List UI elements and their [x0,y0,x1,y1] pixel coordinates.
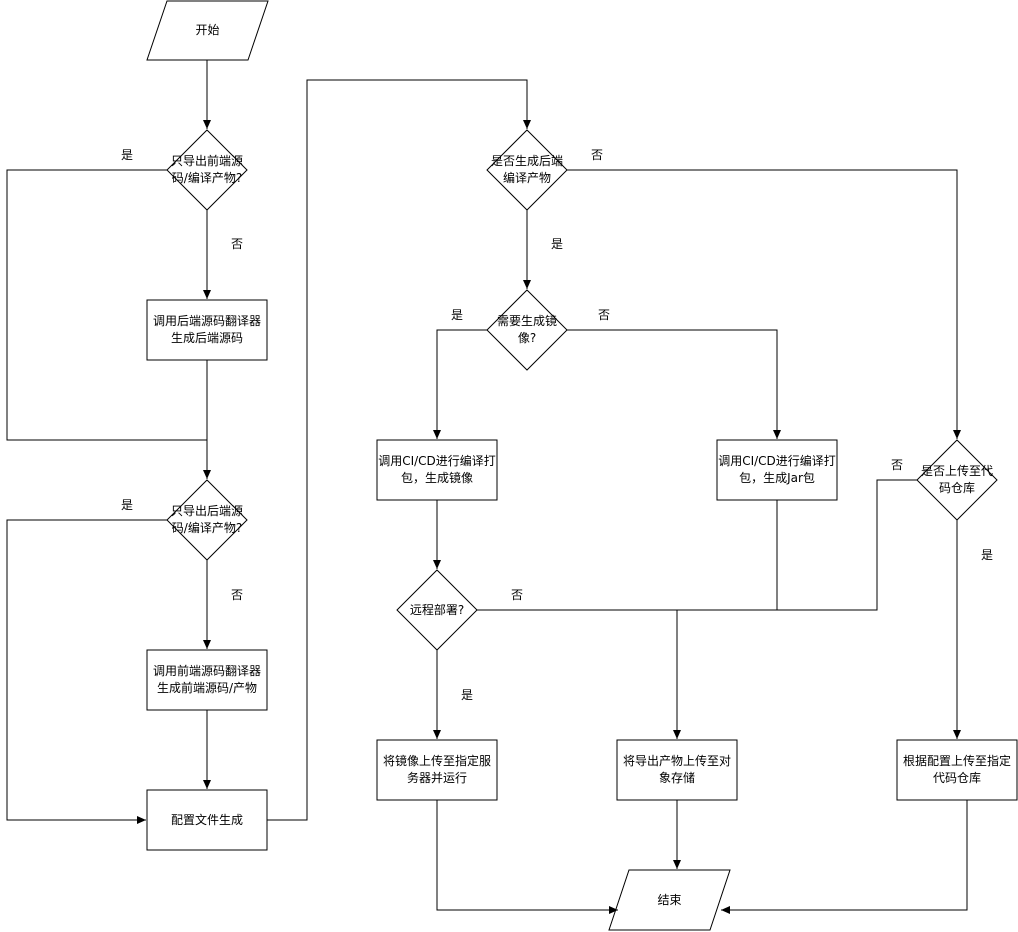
edge-label-q5-yes: 是 [461,688,474,702]
q-frontend-only-label: 只导出前端源码/编译产物? [170,154,243,185]
deploy-server-label: 将镜像上传至指定服务器并运行 [382,754,491,785]
edge-label-q2-no: 否 [231,588,244,602]
gen-backend-label: 调用后端源码翻译器生成后端源码 [152,314,261,345]
process-upload-object-shape [616,739,738,801]
cicd-jar-label: 调用CI/CD进行编译打包，生成Jar包 [718,454,836,485]
edge-label-q3-no: 否 [591,148,604,162]
q-remote-deploy-label: 远程部署? [409,602,465,617]
process-cicd-jar-shape [716,439,838,501]
edge-repo-to-end [721,800,968,914]
edge-q6-no [777,479,917,611]
edge-q5-no [477,609,681,739]
upload-object-label: 将导出产物上传至对象存储 [622,754,731,785]
start-node-shape [146,0,269,61]
cicd-image-label: 调用CI/CD进行编译打包，生成镜像 [378,454,496,485]
edge-q4-yes [433,329,487,439]
edge-label-q1-no: 否 [231,237,244,251]
edge-q4-no [567,329,781,439]
decision-need-image-shape [486,289,568,371]
q-need-image-label: 需要生成镜像? [496,314,557,345]
edge-config-to-q3 [267,79,531,821]
edge-label-q6-no: 否 [891,458,904,472]
gen-frontend-label: 调用前端源码翻译器生成前端源码/产物 [152,664,261,695]
edge-deploy-to-end [436,800,618,914]
edge-q1-yes [6,169,207,441]
edge-label-q1-yes: 是 [121,148,134,162]
edge-label-q6-yes: 是 [981,548,994,562]
end-label: 结束 [657,892,682,907]
config-gen-label: 配置文件生成 [170,812,243,827]
edge-jar-merge [677,500,778,611]
start-label: 开始 [195,23,220,37]
process-deploy-server-shape [376,739,498,801]
process-upload-repo-shape [896,739,1018,801]
edge-label-q2-yes: 是 [121,498,134,512]
edge-label-q3-yes: 是 [551,237,564,251]
edge-q3-no [567,169,961,439]
edge-label-q4-no: 否 [598,308,611,322]
process-gen-frontend-shape [146,649,268,711]
upload-repo-label: 根据配置上传至指定代码仓库 [902,754,1011,785]
q-build-backend-label: 是否生成后端编译产物 [490,154,563,185]
process-gen-backend-shape [146,299,268,361]
q-upload-repo-label: 是否上传至代码仓库 [920,464,993,495]
edge-label-q4-yes: 是 [451,308,464,322]
edge-label-q5-no: 否 [511,588,524,602]
edge-q2-yes [6,519,167,824]
q-backend-only-label: 只导出后端源码/编译产物? [170,504,243,535]
